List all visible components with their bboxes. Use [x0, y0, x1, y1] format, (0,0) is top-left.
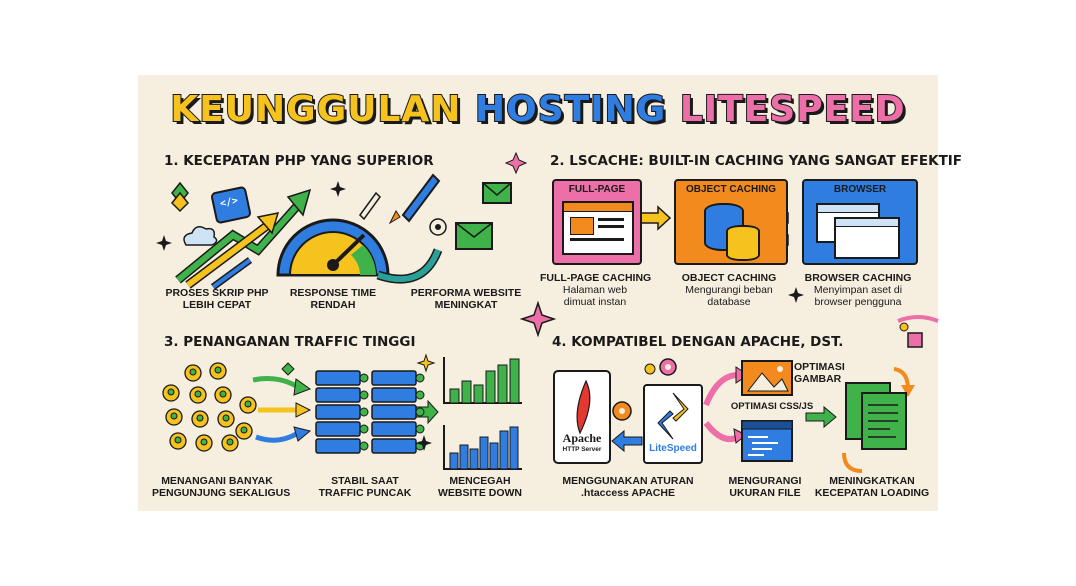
label-line: MENCEGAH: [449, 475, 511, 487]
gear-icon: [612, 358, 677, 421]
label-line: Menyimpan aset di: [813, 284, 903, 296]
browser-window-icon: [834, 217, 900, 259]
label-line: OPTIMASI: [794, 361, 845, 373]
label-optimasi-gambar: OPTIMASI GAMBAR: [794, 361, 854, 385]
bar-chart-icon: [443, 357, 522, 470]
rocket-icon: [359, 173, 441, 225]
label-line: MENANGANI BANYAK: [161, 475, 273, 487]
label-aturan-htaccess: MENGGUNAKAN ATURAN .htaccess APACHE: [558, 475, 698, 499]
litespeed-name: LiteSpeed: [649, 443, 697, 454]
cache-box-object: OBJECT CACHING: [674, 179, 788, 265]
browser-window-icon: [562, 201, 634, 255]
label-line: RENDAH: [310, 299, 356, 311]
label-line: PERFORMA WEBSITE: [410, 287, 522, 299]
stars-icon: [156, 151, 528, 251]
apache-caption: HTTP Server: [562, 446, 602, 453]
speedometer-icon: [276, 218, 390, 277]
label-proses-skrip: PROSES SKRIP PHP LEBIH CEPAT: [162, 287, 272, 311]
code-file-icon: [741, 420, 793, 462]
apache-feather-icon: [553, 370, 611, 464]
swirl-arrow-icon: [376, 248, 443, 284]
label-line: MENGURANGI: [728, 475, 802, 487]
label-line: MENINGKAT: [434, 299, 498, 311]
label-optimasi-css: OPTIMASI CSS/JS: [730, 401, 814, 412]
cloud-icon: [183, 226, 218, 246]
cache-box-full-page: FULL-PAGE: [552, 179, 642, 265]
label-mencegah-down: MENCEGAH WEBSITE DOWN: [430, 475, 530, 499]
label-line: KECEPATAN LOADING: [814, 487, 930, 499]
label-ukuran-file: MENGURANGI UKURAN FILE: [720, 475, 810, 499]
label-line: RESPONSE TIME: [289, 287, 377, 299]
corner-decor-icon: [897, 315, 939, 348]
envelope-icon: [455, 182, 512, 250]
poster-title: KEUNGGULAN HOSTING LITESPEED: [138, 88, 938, 131]
cache-box-title: BROWSER: [833, 184, 887, 195]
label-line: TRAFFIC PUNCAK: [318, 487, 412, 499]
server-rack-icon: [315, 370, 425, 454]
diamond-icon: [170, 181, 190, 213]
label-menangani-pengunjung: MENANGANI BANYAK PENGUNJUNG SEKALIGUS: [152, 475, 291, 499]
cache-box-title: FULL-PAGE: [568, 184, 626, 195]
label-title: BROWSER CACHING: [804, 272, 912, 284]
apache-logo: Apache HTTP Server: [554, 431, 610, 453]
litespeed-logo-icon: [643, 384, 703, 464]
label-response-time: RESPONSE TIME RENDAH: [278, 287, 388, 311]
growth-arrows-icon: [175, 188, 312, 290]
flow-arrows-icon: [611, 366, 915, 473]
documents-icon: [845, 382, 907, 450]
database-icon: [726, 225, 760, 261]
image-icon: [741, 360, 793, 396]
label-line: WEBSITE DOWN: [438, 487, 522, 499]
label-line: MENINGKATKAN: [829, 475, 915, 487]
label-line: PENGUNJUNG SEKALIGUS: [152, 487, 291, 499]
label-line: Halaman web: [562, 284, 628, 296]
label-line: LEBIH CEPAT: [182, 299, 252, 311]
section-2-heading: 2. LSCACHE: BUILT-IN CACHING YANG SANGAT…: [550, 153, 963, 169]
target-icon: [429, 218, 447, 236]
label-line: .htaccess APACHE: [581, 487, 675, 499]
label-kecepatan-loading: MENINGKATKAN KECEPATAN LOADING: [814, 475, 930, 499]
label-line: UKURAN FILE: [729, 487, 801, 499]
user-crowd-icon: [162, 362, 257, 452]
section-3-heading: 3. PENANGANAN TRAFFIC TINGGI: [164, 334, 416, 350]
label-line: MENGGUNAKAN ATURAN: [562, 475, 694, 487]
label-browser-caching: BROWSER CACHING Menyimpan aset di browse…: [802, 272, 914, 308]
cache-box-browser: BROWSER: [802, 179, 918, 265]
label-line: STABIL SAAT: [331, 475, 399, 487]
cache-box-title: OBJECT CACHING: [685, 184, 776, 195]
label-line: Mengurangi beban: [685, 284, 773, 296]
illustrations-layer: [156, 151, 939, 473]
infographic-poster: KEUNGGULAN HOSTING LITESPEED 1. KECEPATA…: [138, 75, 962, 511]
label-object-caching: OBJECT CACHING Mengurangi beban database: [674, 272, 784, 308]
label-title: OBJECT CACHING: [681, 272, 777, 284]
small-sparkle-icon: [281, 353, 436, 451]
traffic-arrows-icon: [252, 376, 439, 443]
code-icon: [210, 186, 252, 224]
label-line: browser pengguna: [814, 296, 902, 308]
label-stabil-traffic: STABIL SAAT TRAFFIC PUNCAK: [310, 475, 420, 499]
apache-name: Apache: [562, 431, 602, 445]
title-part-keunggulan: KEUNGGULAN: [169, 88, 462, 131]
label-line: PROSES SKRIP PHP: [165, 287, 269, 299]
section-4-heading: 4. KOMPATIBEL DENGAN APACHE, DST.: [552, 334, 844, 350]
label-title: FULL-PAGE CACHING: [540, 272, 652, 284]
pink-sparkle-icon: [519, 287, 804, 338]
title-part-litespeed: LITESPEED: [679, 88, 906, 131]
section-1-heading: 1. KECEPATAN PHP YANG SUPERIOR: [164, 153, 434, 169]
title-part-hosting: HOSTING: [474, 88, 667, 131]
label-line: dimuat instan: [563, 296, 627, 308]
label-performa-website: PERFORMA WEBSITE MENINGKAT: [406, 287, 526, 311]
label-line: GAMBAR: [794, 373, 842, 385]
label-full-page-caching: FULL-PAGE CACHING Halaman web dimuat ins…: [540, 272, 652, 308]
label-line: database: [707, 296, 751, 308]
